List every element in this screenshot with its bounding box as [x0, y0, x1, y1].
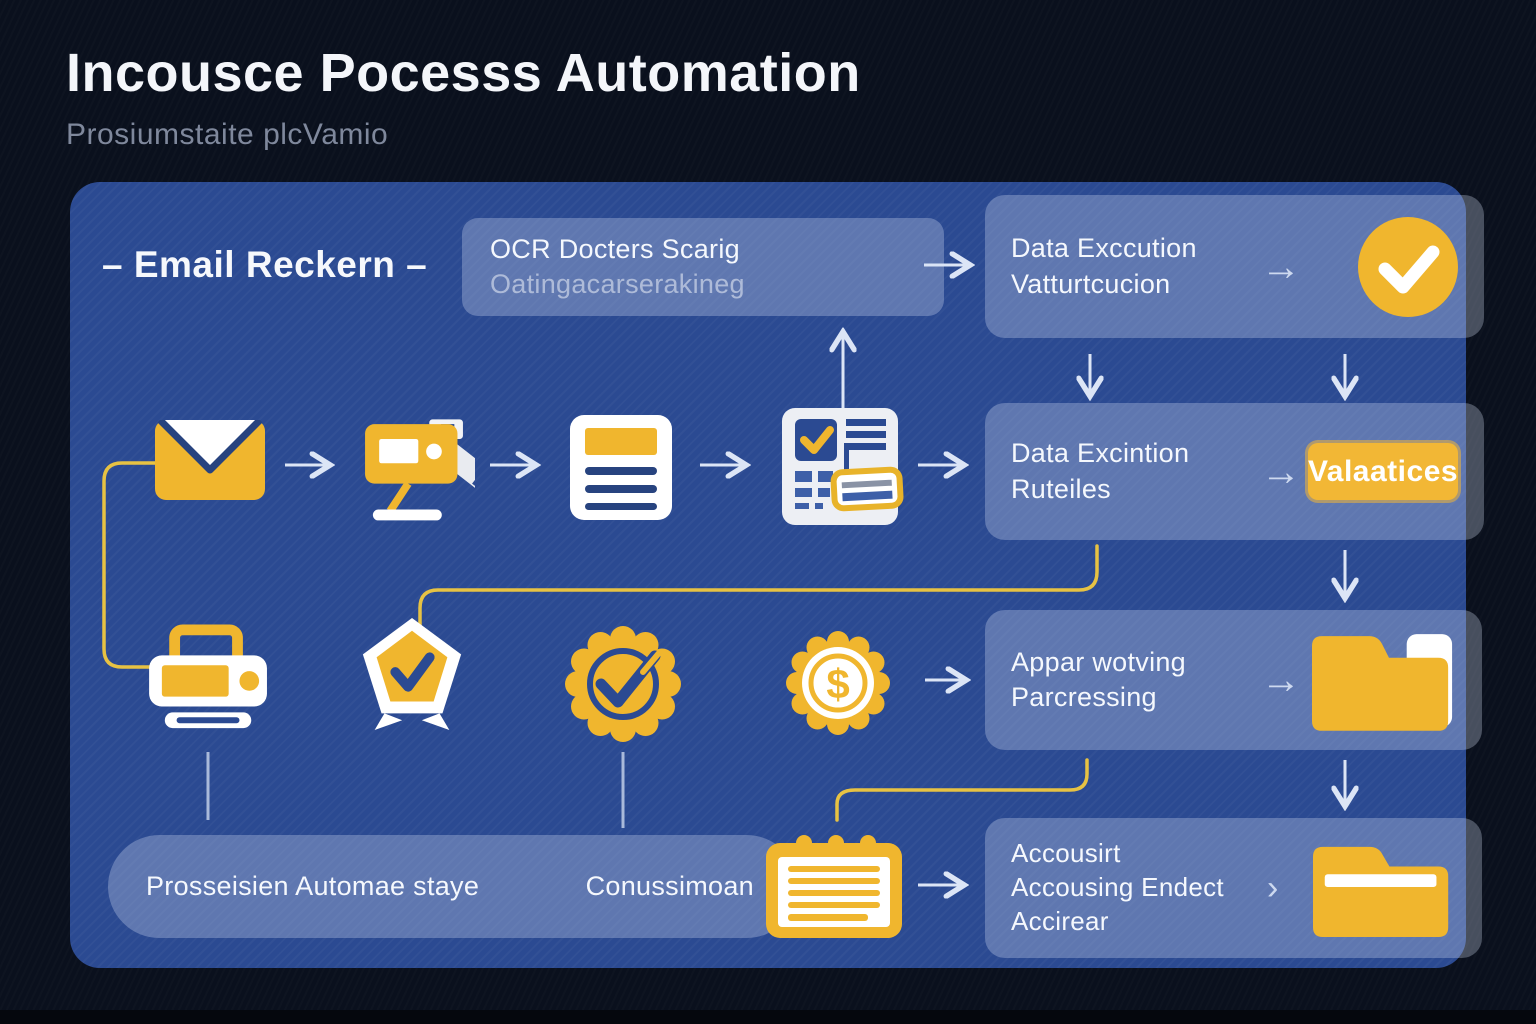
folder-stripe-icon	[1313, 846, 1449, 937]
drop-lines	[206, 752, 625, 828]
approval-line1: Appar wotving	[1011, 646, 1186, 677]
accounting-export-box: Accousirt Accousing Endect Accirear ›	[985, 818, 1482, 958]
document-icon	[570, 415, 672, 520]
accounting-line3: Accirear	[1011, 905, 1109, 936]
dollar-coin-icon: $	[786, 631, 890, 735]
folder-icon	[1312, 633, 1453, 731]
accounting-text: Accousirt Accousing Endect Accirear	[1011, 837, 1267, 938]
scanner-icon	[365, 419, 475, 521]
arrow-right-icon: →	[1261, 244, 1301, 289]
page-subtitle: Prosiumstaite plcVamio	[66, 118, 389, 151]
arrow-right-icon: →	[1261, 658, 1301, 702]
approval-text: Appar wotving Parcressing	[1011, 645, 1261, 715]
dollar-glyph: $	[826, 661, 849, 708]
page-title: Incousce Pocesss Automation	[66, 43, 861, 103]
printer-icon	[149, 624, 267, 729]
stage-pill: Prosseisien Automae staye Conussimoan	[108, 835, 798, 938]
extraction-line2: Ruteiles	[1011, 473, 1111, 504]
ocr-scanning-text: OCR Docters Scarig Oatingacarserakineg	[490, 232, 745, 302]
check-circle-icon	[1358, 216, 1458, 317]
pill-right-label: Conussimoan	[585, 871, 754, 901]
data-validation-text: Data Exccution Vatturtcucion	[1011, 231, 1261, 301]
chevron-right-icon: ›	[1267, 869, 1279, 907]
validation-sticker-badge: Valaatices	[1308, 443, 1458, 500]
ocr-line1: OCR Docters Scarig	[490, 233, 740, 264]
approval-processing-box: Appar wotving Parcressing →	[985, 610, 1482, 750]
envelope-icon	[155, 420, 265, 500]
flow-panel: – Email Reckern – OCR Docters Scarig Oat…	[70, 182, 1484, 968]
invoice-checklist-icon	[782, 408, 904, 525]
notepad-icon	[766, 835, 902, 938]
arrow-right-icon: →	[1261, 449, 1301, 494]
validation-line1: Data Exccution	[1011, 233, 1197, 264]
flow-arrows	[285, 265, 1345, 885]
ocr-scanning-box: OCR Docters Scarig Oatingacarserakineg	[462, 218, 944, 316]
pentagon-check-icon	[362, 618, 462, 731]
data-validation-box: Data Exccution Vatturtcucion →	[985, 195, 1484, 338]
connector-approval-to-notepad	[835, 758, 1089, 822]
bottom-band	[0, 1010, 1536, 1024]
pill-left-label: Prosseisien Automae staye	[146, 871, 480, 901]
validation-line2: Vatturtcucion	[1011, 268, 1171, 299]
accounting-line1: Accousirt	[1011, 838, 1121, 869]
badge-check-icon	[565, 626, 681, 742]
approval-line2: Parcressing	[1011, 682, 1157, 712]
data-extraction-text: Data Excintion Ruteiles	[1011, 436, 1261, 506]
data-extraction-box: Data Excintion Ruteiles → Valaatices	[985, 403, 1484, 540]
accounting-line2: Accousing Endect	[1011, 872, 1224, 903]
extraction-line1: Data Excintion	[1011, 438, 1190, 469]
ocr-line2: Oatingacarserakineg	[490, 269, 745, 299]
section-label-email: – Email Reckern –	[102, 244, 428, 285]
